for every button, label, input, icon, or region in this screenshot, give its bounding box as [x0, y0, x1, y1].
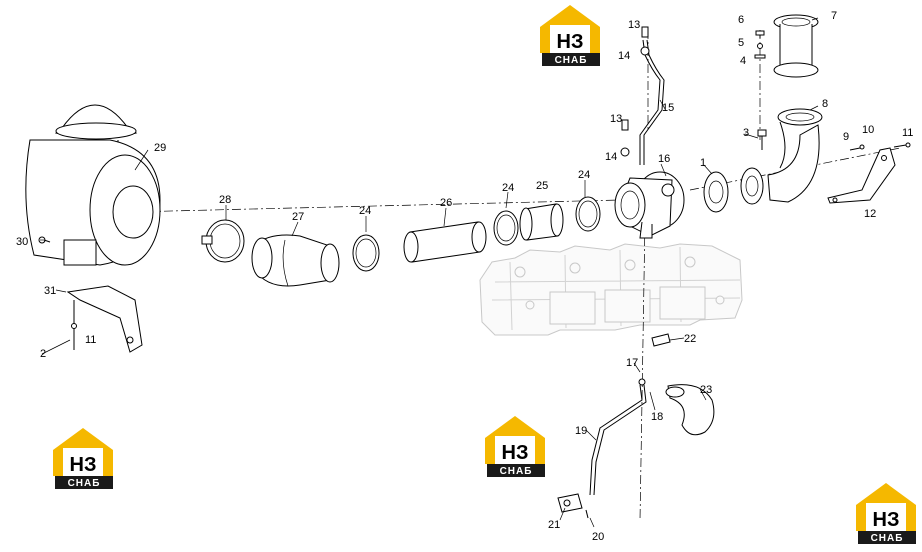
nz-snab-logo: НЗ СНАБ: [856, 483, 916, 544]
elbow-hose: [251, 234, 340, 287]
callout-6: 6: [738, 14, 744, 26]
callout-28: 28: [219, 194, 231, 206]
callout-24-b: 24: [502, 182, 514, 194]
callout-22: 22: [684, 333, 696, 345]
clamp-24-c: [575, 196, 601, 232]
callout-31: 31: [44, 285, 56, 297]
callout-13-top: 13: [628, 19, 640, 31]
callout-14-top: 14: [618, 50, 630, 62]
exhaust-elbow: [740, 108, 823, 205]
callout-25: 25: [536, 180, 548, 192]
callout-5: 5: [738, 37, 744, 49]
logo-window: [866, 503, 906, 531]
callout-3: 3: [743, 127, 749, 139]
callout-10: 10: [862, 124, 874, 136]
callout-27: 27: [292, 211, 304, 223]
callout-13-mid: 13: [610, 113, 622, 125]
callout-labels: 1 2 3 4 5 6 7 8 9 10 11 11 12 13 13 14 1…: [16, 10, 913, 543]
nz-snab-logo: НЗ СНАБ: [53, 428, 113, 489]
logo-text-top: НЗ: [873, 509, 900, 531]
oil-return-line: [557, 333, 715, 519]
callout-30: 30: [16, 236, 28, 248]
callout-14-mid: 14: [605, 151, 617, 163]
nz-snab-logo: НЗ СНАБ: [485, 416, 545, 477]
logo-band: [487, 464, 545, 477]
callout-8: 8: [822, 98, 828, 110]
logo-window: [550, 25, 590, 53]
air-cleaner-bracket: [66, 285, 143, 353]
callout-12: 12: [864, 208, 876, 220]
nz-snab-logo: НЗ СНАБ: [540, 5, 600, 66]
callout-20: 20: [592, 531, 604, 543]
logo-window: [63, 448, 103, 476]
callout-4: 4: [740, 55, 746, 67]
clamp-24-b: [493, 210, 519, 246]
logo-text-top: НЗ: [557, 31, 584, 53]
air-cleaner: [25, 104, 161, 266]
logo-band: [55, 476, 113, 489]
callout-16: 16: [658, 153, 670, 165]
logo-band: [858, 531, 916, 544]
callout-17: 17: [626, 357, 638, 369]
leader-lines: [40, 17, 819, 528]
logo-text-bottom: СНАБ: [871, 533, 904, 544]
clamp-28: [201, 219, 245, 263]
intake-pipe: [403, 221, 487, 263]
callout-18: 18: [651, 411, 663, 423]
logo-text-bottom: СНАБ: [68, 478, 101, 489]
exhaust-pipe-7: [773, 14, 819, 78]
logo-text-bottom: СНАБ: [555, 55, 588, 66]
fasteners: [43, 30, 911, 243]
callout-2: 2: [40, 348, 46, 360]
callout-24-c: 24: [578, 169, 590, 181]
logo-text-bottom: СНАБ: [500, 466, 533, 477]
clamp-24-a: [352, 234, 380, 272]
logo-window: [495, 436, 535, 464]
callout-19: 19: [575, 425, 587, 437]
oil-feed-line: [620, 26, 665, 165]
callout-23: 23: [700, 384, 712, 396]
logo-band: [542, 53, 600, 66]
callout-11-top: 11: [902, 127, 913, 139]
hose-sleeve: [519, 203, 564, 241]
callout-1: 1: [700, 157, 706, 169]
callout-29: 29: [154, 142, 166, 154]
engine-block-ghost: [479, 243, 743, 336]
callout-9: 9: [843, 131, 849, 143]
gasket-1: [703, 171, 729, 213]
callout-24-a: 24: [359, 205, 371, 217]
callout-26: 26: [440, 197, 452, 209]
logo-text-top: НЗ: [70, 454, 97, 476]
turbocharger: [614, 171, 685, 239]
callout-21: 21: [548, 519, 560, 531]
exhaust-bracket: [827, 147, 896, 204]
callout-15: 15: [662, 102, 674, 114]
logo-text-top: НЗ: [502, 442, 529, 464]
callout-11-bottom: 11: [85, 334, 96, 346]
callout-7: 7: [831, 10, 837, 22]
